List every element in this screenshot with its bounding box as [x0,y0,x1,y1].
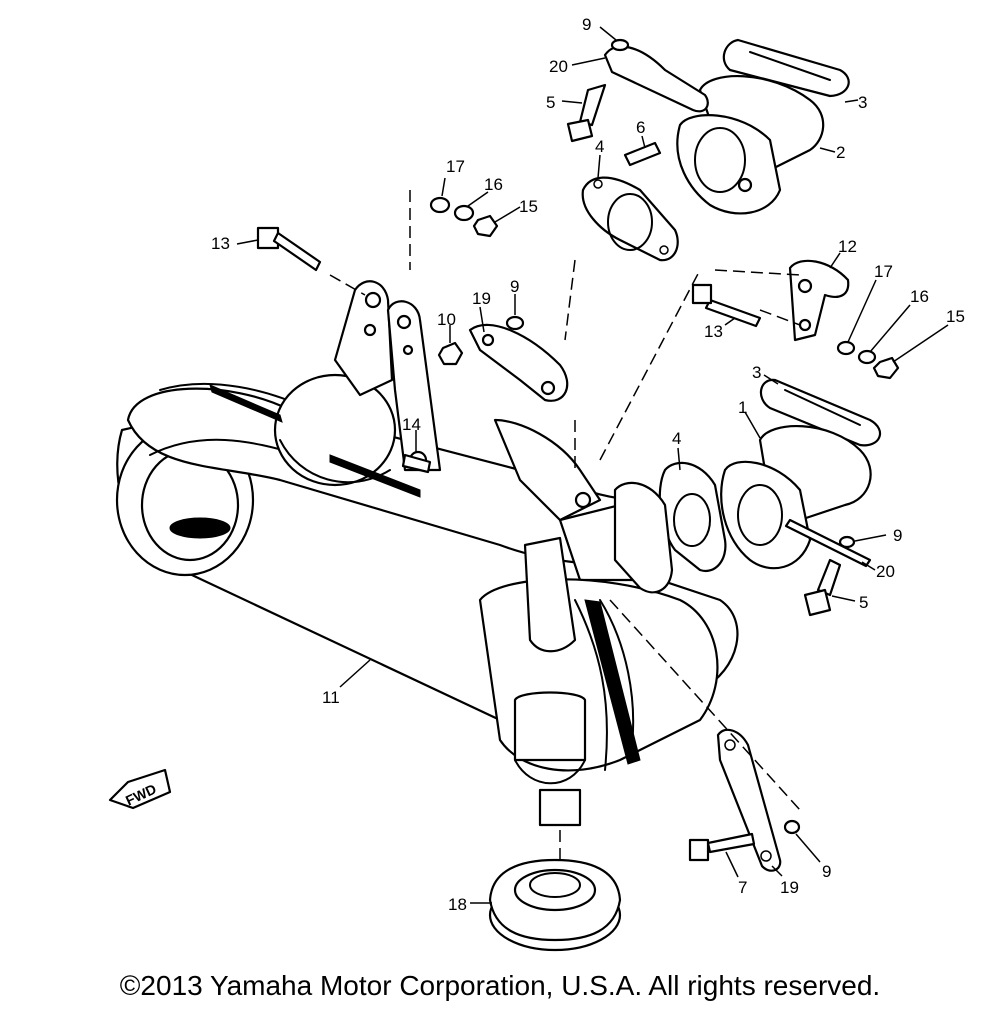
callout-15-right: 15 [946,307,965,326]
leader-lines [236,26,949,904]
callout-14: 14 [402,415,421,434]
right-flange-group [613,259,900,617]
callout-19-mid: 19 [472,289,491,308]
callout-9-right: 9 [893,526,902,545]
assembly-lines [329,190,801,860]
callout-17-right: 17 [874,262,893,281]
copyright-notice: ©2013 Yamaha Motor Corporation, U.S.A. A… [119,970,881,1001]
callout-10: 10 [437,310,456,329]
callout-20-top: 20 [549,57,568,76]
callout-1: 1 [738,398,747,417]
callout-7: 7 [738,878,747,897]
callout-9-mid: 9 [510,277,519,296]
lower-fasteners [108,728,801,952]
callout-13-right: 13 [704,322,723,341]
left-fasteners [256,196,525,474]
callout-5-top: 5 [546,93,555,112]
upper-flange-group [566,38,850,262]
callout-13-left: 13 [211,234,230,253]
callout-12: 12 [838,237,857,256]
callout-16-right: 16 [910,287,929,306]
callout-6: 6 [636,118,645,137]
callout-18: 18 [448,895,467,914]
callout-9-bottom: 9 [822,862,831,881]
callout-4-top: 4 [595,137,604,156]
callout-20-right: 20 [876,562,895,581]
callout-3-top: 3 [858,93,867,112]
callout-17-top: 17 [446,157,465,176]
callout-5-right: 5 [859,593,868,612]
callout-2: 2 [836,143,845,162]
callout-11: 11 [322,688,340,707]
callout-9-top: 9 [582,15,591,34]
callout-15-top: 15 [519,197,538,216]
callout-16-top: 16 [484,175,503,194]
callout-4-right: 4 [672,429,681,448]
callout-3-right: 3 [752,363,761,382]
callout-19-bottom: 19 [780,878,799,897]
